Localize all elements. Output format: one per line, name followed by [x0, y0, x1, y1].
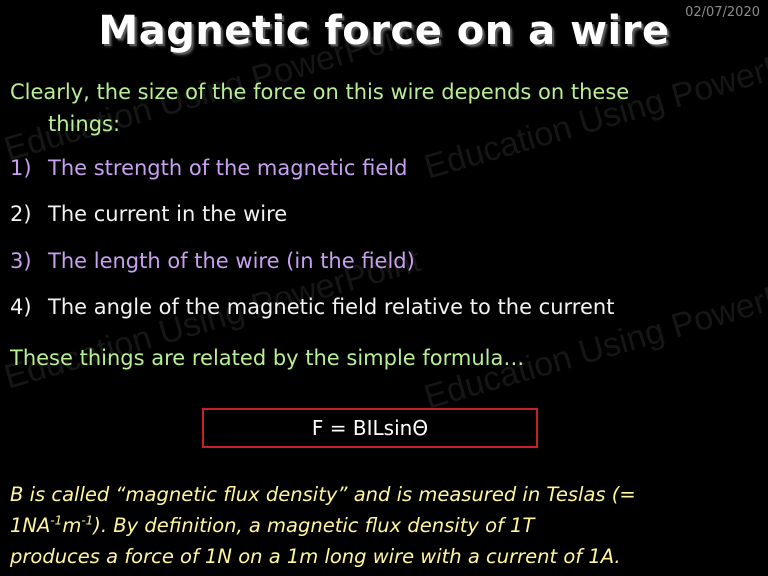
definition-sup-1: -1 [50, 513, 63, 528]
list-item-text: The current in the wire [48, 202, 288, 226]
watermark: Education Using PowerPoint [420, 261, 768, 417]
watermark: Education Using PowerPoint [420, 31, 768, 187]
definition-line-1: B is called “magnetic flux density” and … [10, 483, 636, 506]
related-text: These things are related by the simple f… [10, 346, 525, 370]
definition-line-3: produces a force of 1N on a 1m long wire… [10, 545, 621, 568]
definition-sup-2: -1 [81, 513, 94, 528]
definition-unit-na: 1NA [10, 514, 51, 537]
list-item-text: The angle of the magnetic field relative… [48, 295, 615, 319]
list-item-number: 4) [10, 295, 32, 319]
slide-date: 02/07/2020 [685, 5, 760, 20]
list-item-number: 3) [10, 249, 32, 273]
list-item-number: 2) [10, 202, 32, 226]
formula-box: F = BILsinΘ [202, 408, 538, 448]
list-item-number: 1) [10, 156, 32, 180]
definition-unit-m: m [62, 514, 82, 537]
definition-line-2-rest: ). By definition, a magnetic flux densit… [93, 514, 535, 537]
intro-line-1: Clearly, the size of the force on this w… [10, 80, 630, 104]
list-item-text: The strength of the magnetic field [48, 156, 408, 180]
formula-text: F = BILsinΘ [311, 416, 429, 440]
definition-line-2: 1NA-1m-1). By definition, a magnetic flu… [10, 514, 534, 537]
intro-line-2: things: [48, 112, 121, 136]
slide-title: Magnetic force on a wire [98, 8, 670, 54]
list-item-text: The length of the wire (in the field) [48, 249, 415, 273]
